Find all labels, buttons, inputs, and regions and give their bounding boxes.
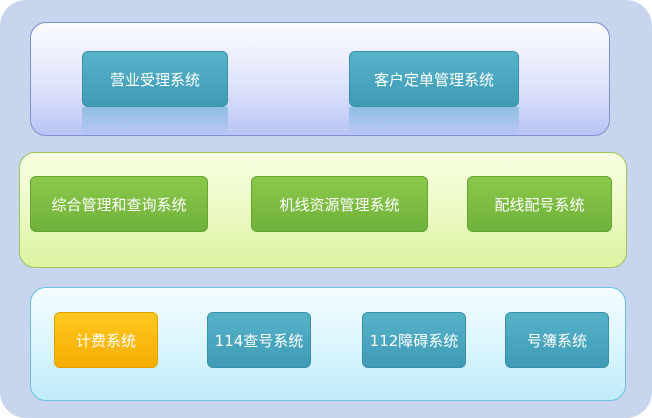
system-box-phone-directory: 号簿系统 bbox=[505, 312, 609, 368]
middle-layer-band: 综合管理和查询系统 机线资源管理系统 配线配号系统 bbox=[19, 152, 627, 268]
system-box-integrated-management-query: 综合管理和查询系统 bbox=[30, 176, 208, 232]
system-box-billing: 计费系统 bbox=[54, 312, 158, 368]
system-box-line-resource-management: 机线资源管理系统 bbox=[251, 176, 428, 232]
system-box-wiring-number-assignment: 配线配号系统 bbox=[467, 176, 612, 232]
system-box-112-fault-report: 112障碍系统 bbox=[362, 312, 466, 368]
system-box-customer-order-management: 客户定单管理系统 bbox=[349, 51, 519, 107]
box-reflection bbox=[82, 107, 228, 135]
bottom-layer-band: 计费系统 114查号系统 112障碍系统 号簿系统 bbox=[30, 287, 626, 401]
system-box-114-directory-inquiry: 114查号系统 bbox=[207, 312, 311, 368]
box-reflection bbox=[349, 107, 519, 135]
top-layer-band: 营业受理系统 客户定单管理系统 bbox=[30, 22, 610, 136]
system-box-business-acceptance: 营业受理系统 bbox=[82, 51, 228, 107]
